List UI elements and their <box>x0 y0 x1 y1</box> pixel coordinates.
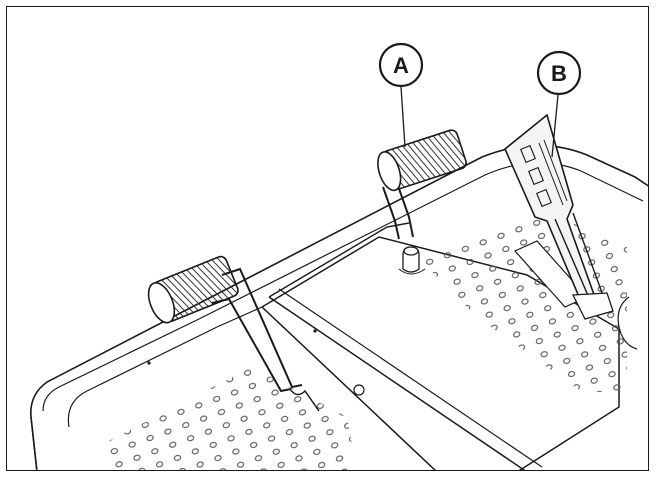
diagram-frame: A B <box>6 6 649 471</box>
callout-a-label: A <box>393 53 409 78</box>
illustration-canvas: A B <box>30 42 648 470</box>
locating-pin <box>398 246 426 275</box>
callout-b-label: B <box>551 61 567 86</box>
screw-hole <box>353 384 365 396</box>
screw-hole <box>313 329 317 333</box>
left-release-knob <box>147 255 320 412</box>
knob-a <box>377 129 467 240</box>
screw-hole <box>147 361 151 365</box>
lever-b <box>504 113 614 320</box>
callout-b: B <box>536 50 582 158</box>
left-perforated-panel <box>67 306 357 470</box>
callout-a: A <box>378 42 424 148</box>
